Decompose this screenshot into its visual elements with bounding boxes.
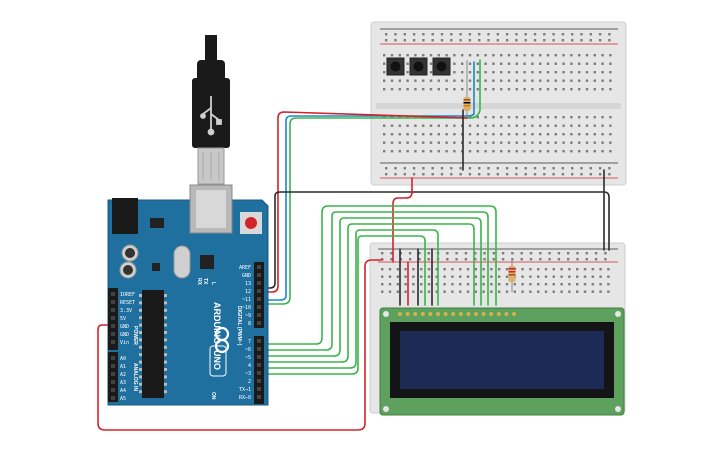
digital-pin-label: ~10 (242, 305, 251, 311)
analog-pin-label: A1 (120, 364, 126, 370)
arduino-model-label: UNO (212, 350, 222, 370)
power-pin-label: 3.3V (120, 308, 132, 314)
analog-pin-label: A5 (120, 396, 126, 402)
digital-pin-label: 4 (248, 363, 251, 369)
lcd-pin[interactable] (512, 312, 516, 316)
power-pin-label: RESET (120, 300, 135, 306)
breadboard-top[interactable] (370, 21, 627, 186)
digital-pin-label: GND (242, 273, 251, 279)
power-pin-label: 5V (120, 316, 126, 322)
tx-label: TX (202, 278, 208, 285)
usb-cable (192, 35, 230, 185)
digital-pin-label: 7 (248, 339, 251, 345)
wire-blue-button (263, 61, 475, 301)
lcd-display[interactable] (379, 307, 625, 416)
lcd-pin[interactable] (481, 312, 486, 316)
push-button-3[interactable] (432, 57, 451, 76)
digital-pin-label: RX←0 (239, 395, 251, 401)
lcd-pin[interactable] (489, 312, 494, 316)
power-pin-label: Vin (120, 340, 129, 346)
arduino-uno[interactable]: ARDUINO UNO DIGITAL (PWM~) POWER ANALOG … (107, 184, 269, 406)
analog-pin-label: A0 (120, 356, 126, 362)
digital-pin-label: 13 (245, 281, 251, 287)
lcd-pin[interactable] (436, 312, 440, 316)
digital-pin-label: ~5 (245, 355, 251, 361)
push-button-1[interactable] (386, 57, 405, 76)
wire-red-arduino-5v (97, 259, 383, 431)
analog-label: ANALOG IN (132, 363, 138, 391)
wire-green-button (263, 59, 481, 305)
digital-pin-label: 12 (245, 289, 251, 295)
usb-icon (200, 96, 222, 136)
on-label: ON (210, 392, 216, 400)
lcd-pin[interactable] (405, 312, 410, 316)
lcd-pin[interactable] (413, 312, 418, 316)
lcd-pin[interactable] (504, 312, 509, 316)
resistor-button[interactable] (463, 60, 471, 118)
power-pin-label: GND (120, 332, 129, 338)
lcd-pin[interactable] (474, 312, 478, 316)
power-pin-label: IOREF (120, 292, 135, 298)
wire-red-button (263, 111, 468, 293)
lcd-pin[interactable] (428, 312, 433, 316)
wires (97, 59, 610, 431)
lcd-pin[interactable] (496, 312, 501, 316)
lcd-pin[interactable] (458, 312, 463, 316)
digital-label: DIGITAL (PWM~) (236, 306, 242, 346)
analog-pin-label: A4 (120, 388, 126, 394)
digital-pin-label: AREF (239, 265, 251, 271)
wire-green-rs (263, 235, 426, 375)
power-pin-label: GND (120, 324, 129, 330)
wire-green-d7 (263, 205, 497, 345)
wire-black-gnd (263, 191, 610, 289)
digital-pin-label: 2 (248, 379, 251, 385)
wire-green-d6 (263, 211, 489, 351)
power-label: POWER (132, 326, 138, 345)
lcd-pin[interactable] (420, 312, 425, 316)
resistor-backlight[interactable] (508, 258, 516, 292)
l-label: L (210, 282, 216, 285)
lcd-pin[interactable] (466, 312, 471, 316)
push-button-2[interactable] (409, 57, 428, 76)
lcd-pin[interactable] (443, 312, 448, 316)
digital-pin-label: ~11 (242, 297, 251, 303)
rx-label: RX (196, 278, 202, 286)
wire-green-d5 (263, 217, 482, 357)
wire-red-5v (392, 177, 413, 263)
lcd-pin[interactable] (451, 312, 456, 316)
digital-pin-label: 8 (248, 321, 251, 327)
analog-pin-label: A3 (120, 380, 126, 386)
arduino-brand-label: ARDUINO (212, 302, 222, 344)
digital-pin-label: ~3 (245, 371, 251, 377)
wire-green-en (263, 229, 439, 369)
wire-green-d4 (263, 223, 475, 363)
digital-pin-label: TX→1 (239, 387, 251, 393)
lcd-pin[interactable] (398, 312, 402, 316)
digital-pin-label: ~9 (245, 313, 251, 319)
digital-pin-label: ~6 (245, 347, 251, 353)
analog-pin-label: A2 (120, 372, 126, 378)
arduino-model-badge: UNO (209, 345, 227, 377)
